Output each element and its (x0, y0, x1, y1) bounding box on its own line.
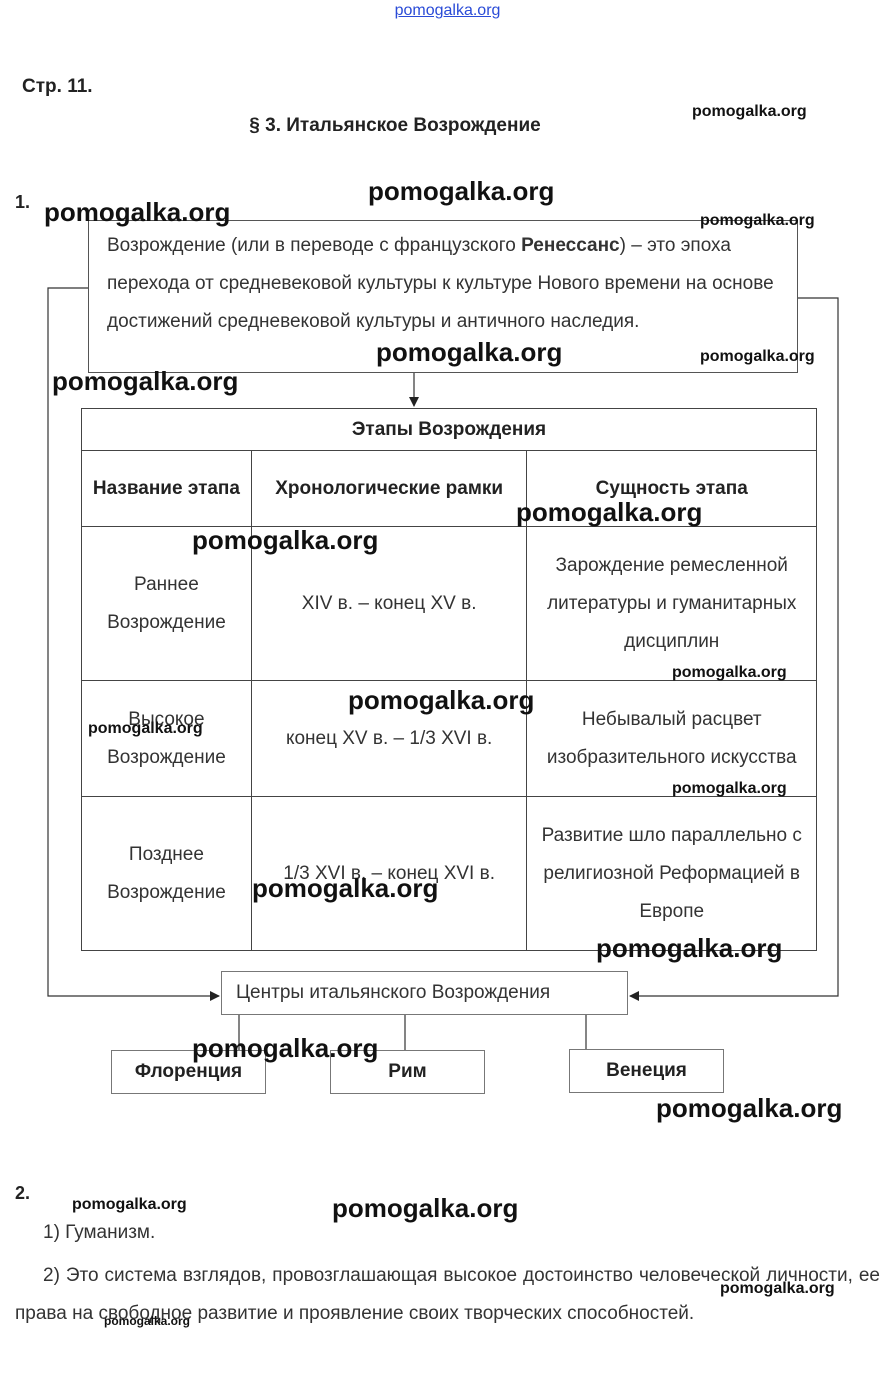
watermark: pomogalka.org (44, 197, 231, 227)
watermark: pomogalka.org (72, 1196, 187, 1213)
stages-table: Этапы Возрождения Название этапа Хроноло… (81, 408, 817, 951)
table-row: Раннее Возрождение XIV в. – конец XV в. … (81, 526, 817, 681)
header-period: Хронологические рамки (250, 450, 528, 527)
stage-name: Позднее Возрождение (81, 796, 252, 951)
watermark: pomogalka.org (596, 933, 783, 963)
watermark: pomogalka.org (700, 348, 815, 365)
watermark: pomogalka.org (692, 103, 807, 120)
watermark: pomogalka.org (88, 720, 203, 737)
watermark: pomogalka.org (104, 1314, 191, 1328)
answer-item-1: 1) Гуманизм. (43, 1222, 156, 1243)
watermark: pomogalka.org (672, 664, 787, 681)
centers-box: Центры итальянского Возрождения (221, 971, 628, 1015)
city-rome: Рим (330, 1050, 485, 1094)
table-row: Высокое Возрождение конец XV в. – 1/3 XV… (81, 680, 817, 797)
stage-period: 1/3 XVI в. – конец XVI в. (250, 796, 528, 951)
page-reference: Стр. 11. (22, 76, 93, 97)
watermark: pomogalka.org (516, 497, 703, 527)
watermark: pomogalka.org (720, 1280, 835, 1297)
answer-item-2: 2) Это система взглядов, провозглашающая… (15, 1265, 880, 1324)
watermark: pomogalka.org (348, 685, 535, 715)
site-link[interactable]: pomogalka.org (394, 2, 501, 19)
section-title: § 3. Итальянское Возрождение (249, 115, 541, 136)
header-stage-name: Название этапа (81, 450, 252, 527)
task-1-number: 1. (15, 192, 31, 212)
watermark: pomogalka.org (192, 1033, 379, 1063)
watermark: pomogalka.org (332, 1193, 519, 1223)
watermark: pomogalka.org (192, 525, 379, 555)
watermark: pomogalka.org (672, 780, 787, 797)
table-row: Позднее Возрождение 1/3 XVI в. – конец X… (81, 796, 817, 951)
watermark: pomogalka.org (700, 212, 815, 229)
stage-essence: Зарождение ремесленной литературы и гума… (526, 526, 817, 681)
table-title: Этапы Возрождения (81, 408, 817, 451)
city-venice: Венеция (569, 1049, 724, 1093)
right-arrow (629, 297, 839, 1001)
stage-essence: Небывалый расцвет изобразительного искус… (526, 680, 817, 797)
watermark: pomogalka.org (368, 176, 555, 206)
watermark: pomogalka.org (376, 337, 563, 367)
watermark: pomogalka.org (252, 873, 439, 903)
stage-name: Высокое Возрождение (81, 680, 252, 797)
stage-period: конец XV в. – 1/3 XVI в. (250, 680, 528, 797)
left-arrow (47, 287, 220, 1001)
watermark: pomogalka.org (656, 1093, 843, 1123)
city-florence: Флоренция (111, 1050, 266, 1094)
task-2-number: 2. (15, 1183, 31, 1203)
definition-box: Возрождение (или в переводе с французско… (88, 220, 798, 373)
definition-term: Ренессанс (521, 235, 620, 256)
stage-essence: Развитие шло параллельно с религиозной Р… (526, 796, 817, 951)
header-essence: Сущность этапа (526, 450, 817, 527)
definition-text-1: Возрождение (или в переводе с французско… (107, 235, 522, 256)
watermark: pomogalka.org (52, 366, 239, 396)
stage-name: Раннее Возрождение (81, 526, 252, 681)
stage-period: XIV в. – конец XV в. (250, 526, 528, 681)
definition-text-2: ) – это эпоха перехода от средневековой … (107, 235, 774, 332)
